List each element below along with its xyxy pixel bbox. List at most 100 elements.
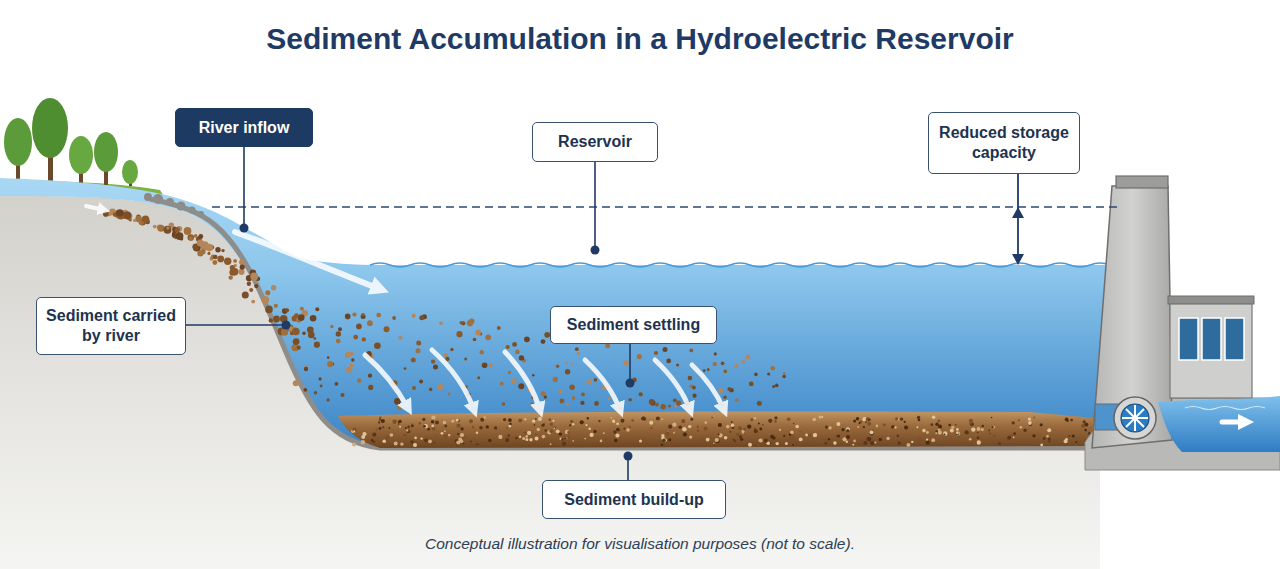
sediment-speckle <box>561 438 563 440</box>
sediment-particle <box>327 361 333 367</box>
sediment-speckle <box>479 426 483 430</box>
sediment-particle <box>637 354 642 359</box>
sediment-particle <box>666 359 671 364</box>
sediment-speckle <box>549 429 553 433</box>
sediment-speckle <box>567 431 570 434</box>
sediment-speckle <box>759 438 763 442</box>
sediment-speckle <box>837 435 840 438</box>
sediment-speckle <box>984 440 987 443</box>
sediment-speckle <box>526 435 528 437</box>
sediment-speckle <box>1075 443 1077 445</box>
sediment-particle <box>293 380 299 386</box>
sediment-particle <box>297 346 301 350</box>
sediment-particle <box>293 338 300 345</box>
sediment-particle <box>497 326 501 330</box>
sediment-speckle <box>982 425 984 427</box>
sediment-speckle <box>441 432 444 435</box>
sediment-speckle <box>938 431 942 435</box>
sediment-speckle <box>813 433 817 437</box>
sediment-speckle <box>764 439 768 443</box>
sediment-speckle <box>448 434 451 437</box>
sediment-speckle <box>754 417 757 420</box>
outflow-waves <box>1185 407 1265 410</box>
sediment-speckle <box>590 433 594 437</box>
sediment-particle <box>320 385 323 388</box>
sediment-speckle <box>870 431 874 435</box>
sediment-speckle <box>570 420 573 423</box>
outflow-water <box>1158 396 1280 452</box>
settling-arrow <box>585 360 620 410</box>
sediment-speckle <box>569 424 571 426</box>
sediment-speckle <box>673 432 675 434</box>
sediment-speckle <box>616 428 620 432</box>
sediment-speckle <box>956 428 959 431</box>
sediment-particle <box>473 338 477 342</box>
sediment-particle <box>628 398 632 402</box>
sediment-particle <box>302 332 305 335</box>
sediment-particle <box>541 391 546 396</box>
sediment-speckle <box>381 419 385 423</box>
sediment-speckle <box>992 426 995 429</box>
sediment-speckle <box>543 423 545 425</box>
sediment-speckle <box>919 438 922 441</box>
sediment-speckle <box>868 419 871 422</box>
sediment-speckle <box>1023 429 1026 432</box>
sediment-particle <box>292 328 300 336</box>
sediment-particle <box>530 403 534 407</box>
sediment-speckle <box>352 428 356 432</box>
sediment-particle <box>361 313 365 317</box>
sediment-speckle <box>918 437 920 439</box>
label-box: Reservoir <box>532 122 658 162</box>
sediment-speckle <box>690 418 693 421</box>
sediment-speckle <box>537 428 541 432</box>
sediment-particle <box>553 377 558 382</box>
sediment-speckle <box>519 436 521 438</box>
sediment-particle <box>500 382 504 386</box>
sediment-speckle <box>1013 436 1015 438</box>
sediment-speckle <box>736 433 739 436</box>
sediment-speckle <box>703 427 707 431</box>
sediment-particle <box>673 398 677 402</box>
sediment-speckle <box>866 437 870 441</box>
sediment-particle <box>197 240 204 247</box>
sediment-speckle <box>649 421 653 425</box>
sediment-speckle <box>614 439 618 443</box>
sediment-speckle <box>754 429 758 433</box>
sediment-particle <box>581 393 585 397</box>
sediment-particle <box>133 219 136 222</box>
turbine <box>1121 404 1149 432</box>
water <box>0 178 1108 448</box>
sediment-speckle <box>432 440 435 443</box>
sediment-particle <box>639 392 643 396</box>
sediment-speckle <box>719 433 723 437</box>
sediment-speckle <box>711 417 713 419</box>
sediment-speckle <box>813 418 817 422</box>
capacity-arrow-head <box>1012 207 1024 218</box>
sediment-speckle <box>783 435 785 437</box>
tree-canopy <box>69 136 93 174</box>
tree-canopy <box>32 98 68 158</box>
sediment-speckle <box>1084 429 1087 432</box>
sediment-particle <box>336 339 341 344</box>
sediment-speckle <box>841 428 844 431</box>
sediment-particle <box>176 232 184 240</box>
sediment-particle <box>757 401 762 406</box>
sediment-speckle <box>361 435 365 439</box>
sediment-speckle <box>480 418 484 422</box>
sediment-speckles <box>351 415 1090 447</box>
sediment-speckle <box>456 424 460 428</box>
sediment-particle <box>345 314 351 320</box>
sediment-particle <box>668 405 671 408</box>
sediment-speckle <box>352 443 356 447</box>
sediment-particle <box>198 234 203 239</box>
leader-line <box>243 147 245 228</box>
sediment-speckle <box>621 419 625 423</box>
sediment-speckle <box>1012 435 1015 438</box>
sediment-particle <box>304 367 308 371</box>
sediment-speckle <box>874 441 876 443</box>
sediment-speckle <box>938 425 942 429</box>
sediment-speckle <box>935 423 938 426</box>
leader-line <box>185 324 286 326</box>
sediment-speckle <box>1049 441 1051 443</box>
sediment-speckle <box>833 442 836 445</box>
